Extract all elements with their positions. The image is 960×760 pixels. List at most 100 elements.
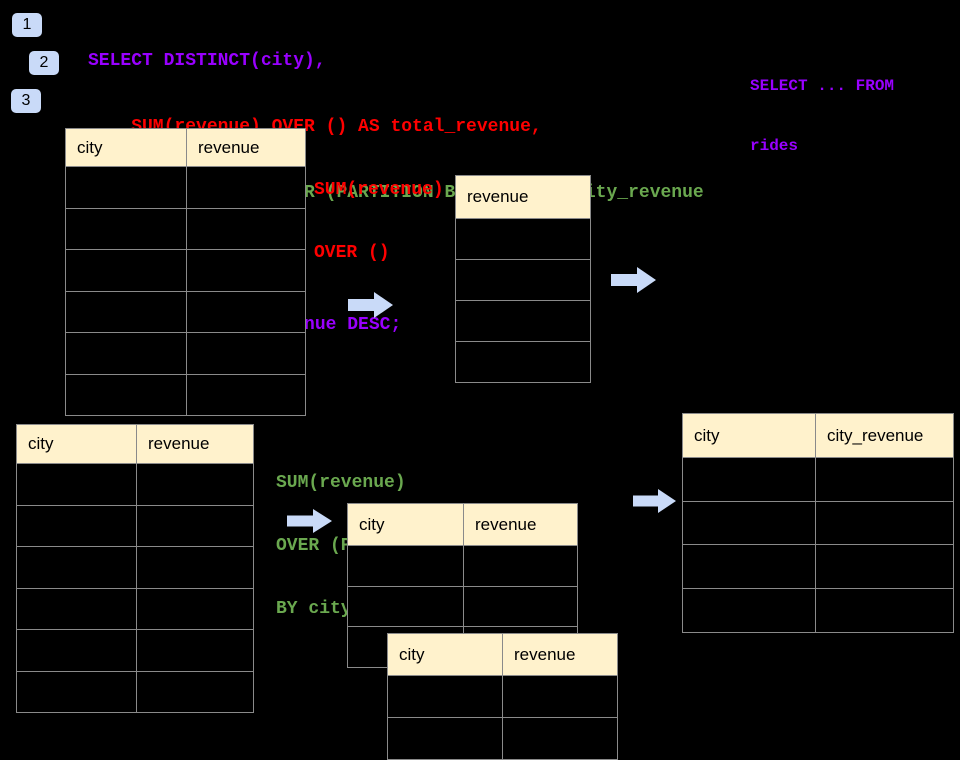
table-row [16, 587, 254, 630]
table-cell-empty [65, 332, 187, 375]
right-arrow-icon [611, 267, 656, 293]
table-cell-empty [136, 546, 254, 589]
table-row [65, 207, 306, 250]
table-cell-empty [65, 207, 187, 250]
table-source-rides-top: city revenue [65, 128, 306, 416]
sql-snippet-note: SELECT ... FROM rides [750, 36, 894, 176]
table-partition-group-2: city revenue [387, 633, 618, 760]
column-header-revenue: revenue [136, 424, 254, 464]
table-cell-empty [682, 544, 816, 590]
header-row: city city_revenue [682, 413, 954, 458]
table-cell-empty [136, 587, 254, 630]
table-cell-empty [682, 457, 816, 502]
step-badge-1: 1 [12, 13, 42, 37]
table-row [16, 504, 254, 547]
header-row: city revenue [347, 503, 578, 546]
table-row [682, 457, 954, 502]
table-row [682, 544, 954, 590]
table-cell-empty [186, 373, 306, 416]
table-cell-empty [347, 545, 464, 587]
column-header-city: city [16, 424, 137, 464]
column-header-city-revenue: city_revenue [815, 413, 954, 458]
table-row [387, 675, 618, 718]
table-row [455, 300, 591, 342]
table-cell-empty [682, 588, 816, 633]
table-cell-empty [815, 588, 954, 633]
table-cell-empty [65, 373, 187, 416]
table-cell-empty [16, 546, 137, 589]
table-row [16, 463, 254, 506]
column-header-city: city [65, 128, 187, 167]
snippet-line: SELECT ... FROM [750, 77, 895, 95]
table-cell-empty [136, 463, 254, 506]
table-cell-empty [682, 500, 816, 546]
table-source-rides-bottom: city revenue [16, 424, 254, 713]
table-cell-empty [186, 207, 306, 250]
header-row: city revenue [65, 128, 306, 167]
slide-canvas: { "colors": { "purple": "#9900ff", "red"… [11, 13, 954, 760]
right-arrow-icon [348, 292, 393, 318]
table-row [455, 218, 591, 260]
table-row [65, 332, 306, 375]
table-row [682, 500, 954, 546]
label-line: SUM(revenue) [314, 180, 444, 200]
table-row [455, 341, 591, 383]
table-cell-empty [387, 717, 503, 760]
right-arrow-icon [287, 509, 332, 533]
sql-line-select: SELECT DISTINCT(city), [88, 51, 326, 71]
table-row [347, 545, 578, 587]
table-row [347, 585, 578, 628]
column-header-revenue: revenue [502, 633, 618, 676]
table-cell-empty [455, 300, 591, 342]
table-cell-empty [387, 675, 503, 718]
column-header-city: city [387, 633, 503, 676]
table-cell-empty [186, 249, 306, 292]
table-cell-empty [186, 166, 306, 209]
table-row [65, 249, 306, 292]
table-cell-empty [815, 544, 954, 590]
table-cell-empty [186, 290, 306, 333]
table-cell-empty [463, 545, 578, 587]
step-badge-2: 2 [29, 51, 59, 75]
table-cell-empty [16, 504, 137, 547]
table-cell-empty [815, 457, 954, 502]
table-row [455, 259, 591, 301]
table-cell-empty [502, 717, 618, 760]
table-cell-empty [65, 166, 187, 209]
table-city-revenue-result: city city_revenue [682, 413, 954, 633]
table-row [65, 290, 306, 333]
table-row [387, 717, 618, 760]
table-cell-empty [347, 585, 464, 628]
table-cell-empty [16, 629, 137, 672]
table-row [16, 629, 254, 672]
table-row [16, 546, 254, 589]
header-row: city revenue [16, 424, 254, 464]
table-cell-empty [136, 504, 254, 547]
label-line: SUM(revenue) [276, 473, 406, 493]
step-badge-3: 3 [11, 89, 41, 113]
table-cell-empty [65, 290, 187, 333]
label-sum-over-total: SUM(revenue) OVER () [314, 138, 444, 285]
column-header-revenue: revenue [463, 503, 578, 546]
snippet-line: rides [750, 137, 799, 155]
table-cell-empty [136, 670, 254, 713]
table-total-revenue-result: revenue [455, 175, 591, 383]
table-cell-empty [455, 218, 591, 260]
table-row [65, 166, 306, 209]
right-arrow-icon [633, 489, 676, 513]
label-line: OVER () [314, 243, 390, 263]
table-cell-empty [463, 585, 578, 628]
table-cell-empty [16, 463, 137, 506]
column-header-city: city [682, 413, 816, 458]
table-row [65, 373, 306, 416]
table-cell-empty [455, 259, 591, 301]
table-cell-empty [502, 675, 618, 718]
header-row: city revenue [387, 633, 618, 676]
column-header-revenue: revenue [455, 175, 591, 219]
table-cell-empty [136, 629, 254, 672]
table-row [682, 588, 954, 633]
table-cell-empty [65, 249, 187, 292]
column-header-city: city [347, 503, 464, 546]
table-cell-empty [186, 332, 306, 375]
table-row [16, 670, 254, 713]
